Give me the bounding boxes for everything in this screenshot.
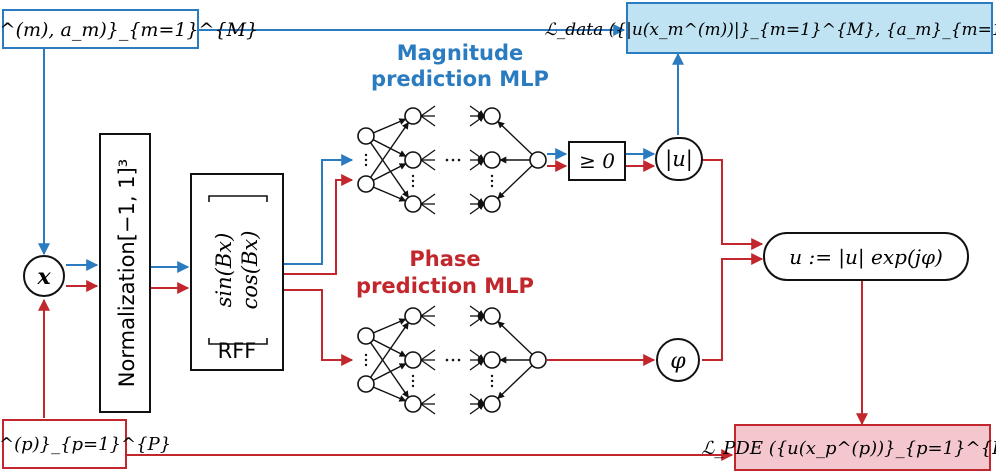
phase-mlp-title: Phase prediction MLP xyxy=(356,247,534,298)
measurement-data-box: {(x_m^(m), a_m)}_{m=1}^{M} xyxy=(0,9,258,49)
phase-node-label: φ xyxy=(670,349,686,374)
input-node-label: x xyxy=(36,264,51,290)
normalization-block: Normalization[−1, 1]³ xyxy=(99,133,151,413)
normalization-label: Normalization[−1, 1]³ xyxy=(115,159,139,387)
phase-mlp-title-line1: Phase xyxy=(409,247,480,271)
magnitude-mlp-title-line1: Magnitude xyxy=(397,41,524,65)
loss-pde-box: ℒ_PDE ({u(x_p^(p))}_{p=1}^{P}) xyxy=(701,424,996,471)
magnitude-mlp-title: Magnitude prediction MLP xyxy=(371,41,549,91)
rff-label: RFF xyxy=(218,339,257,363)
loss-data-label: ℒ_data ({|u(x_m^(m))|}_{m=1}^{M}, {a_m}_… xyxy=(545,20,996,40)
collocation-points-box: {x_p^(p)}_{p=1}^{P} xyxy=(0,419,171,469)
magnitude-node-label: |u| xyxy=(665,147,693,172)
blue-connections xyxy=(38,24,684,273)
field-node: u := |u| exp(jφ) xyxy=(763,232,969,281)
nonnegativity-label: ≥ 0 xyxy=(579,149,615,173)
magnitude-node: |u| xyxy=(655,137,703,181)
rff-sin-label: sin(Bx) xyxy=(212,233,236,308)
rff-cos-label: cos(Bx) xyxy=(238,231,262,310)
phase-mlp-network xyxy=(357,305,547,415)
loss-pde-label: ℒ_PDE ({u(x_p^(p))}_{p=1}^{P}) xyxy=(701,438,996,459)
phase-mlp-title-line2: prediction MLP xyxy=(356,274,534,298)
collocation-points-text: {x_p^(p)}_{p=1}^{P} xyxy=(0,434,171,455)
phase-node: φ xyxy=(656,338,700,382)
rff-block: RFF sin(Bx) cos(Bx) xyxy=(190,173,284,371)
magnitude-mlp-network xyxy=(357,105,547,215)
red-connections xyxy=(38,159,868,461)
measurement-data-text: {(x_m^(m), a_m)}_{m=1}^{M} xyxy=(0,19,258,41)
loss-data-box: ℒ_data ({|u(x_m^(m))|}_{m=1}^{M}, {a_m}_… xyxy=(545,2,996,54)
input-node: x xyxy=(23,255,65,297)
magnitude-mlp-title-line2: prediction MLP xyxy=(371,67,549,91)
nonnegativity-block: ≥ 0 xyxy=(568,141,626,181)
field-node-label: u := |u| exp(jφ) xyxy=(789,245,943,270)
